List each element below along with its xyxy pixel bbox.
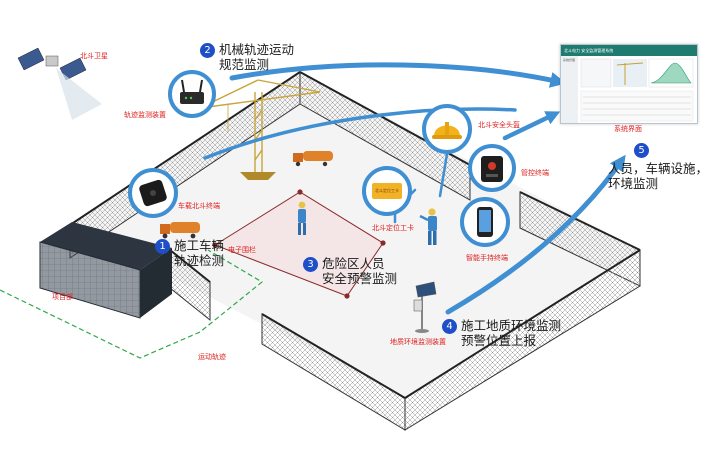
motion-track	[0, 249, 264, 359]
label-vehicle-terminal: 车载北斗终端	[178, 202, 220, 210]
step-4-text: 施工地质环境监测 预警位置上报	[461, 318, 562, 348]
gps-terminal-icon	[139, 179, 167, 207]
helmet-icon	[432, 122, 462, 139]
monitor-screen-icon: 北斗电力 安全监测管理系统 系统管理	[560, 44, 698, 124]
router-icon	[180, 79, 204, 104]
router-bubble	[168, 70, 216, 118]
label-control-terminal: 管控终端	[521, 169, 549, 177]
container-building-icon	[39, 222, 172, 319]
step-3-text: 危险区人员 安全预警监测	[322, 256, 398, 286]
label-track-device: 轨迹监测装置	[124, 111, 166, 119]
satellite-icon	[17, 47, 102, 120]
handheld-icon	[477, 207, 493, 237]
label-motion-track: 运动轨迹	[198, 353, 226, 361]
label-id-card: 北斗定位工卡	[372, 224, 414, 232]
step-5-text: 人员，车辆设施， 环境监测	[608, 161, 709, 191]
control-terminal-icon	[481, 156, 503, 182]
label-helmet: 北斗安全头盔	[478, 121, 520, 129]
step-3: 3 危险区人员 安全预警监测	[303, 256, 397, 286]
step-2-badge: 2	[200, 43, 215, 58]
worker-icon	[298, 201, 306, 235]
label-satellite: 北斗卫星	[80, 52, 108, 60]
crane-icon	[199, 79, 321, 180]
step-4-badge: 4	[442, 319, 457, 334]
worker-icon	[419, 208, 437, 245]
id-card-icon: 北斗定位工卡	[372, 183, 402, 199]
truck-icon	[293, 151, 333, 167]
danger-zone-corners	[212, 189, 386, 299]
vehicle-terminal-bubble	[128, 168, 178, 218]
flow-arrows	[203, 62, 626, 315]
monitor-content	[580, 58, 694, 122]
solar-station-icon	[413, 281, 437, 333]
step-2: 2 机械轨迹运动 规范监测	[200, 42, 294, 72]
fence-front-right	[404, 249, 641, 431]
control-terminal-bubble	[468, 144, 516, 192]
label-geo-device: 地质环境监测装置	[390, 338, 446, 346]
handheld-bubble	[460, 197, 510, 247]
step-1: 1 施工车辆 轨迹检测	[155, 238, 224, 268]
id-card-bubble: 北斗定位工卡	[362, 166, 412, 216]
helmet-bubble	[422, 104, 472, 154]
label-fence: 电子围栏	[228, 246, 256, 254]
label-handheld: 智能手持终端	[466, 254, 508, 262]
step-5-badge: 5	[634, 143, 649, 158]
step-1-badge: 1	[155, 239, 170, 254]
monitor-sidebar: 系统管理	[561, 56, 578, 123]
step-4: 4 施工地质环境监测 预警位置上报	[442, 318, 561, 348]
step-3-badge: 3	[303, 257, 318, 272]
monitor-title: 北斗电力 安全监测管理系统	[561, 45, 697, 56]
monitor-sidebar-label: 系统管理	[563, 58, 576, 62]
truck-icon	[160, 222, 200, 239]
label-project-dept: 项目部	[52, 293, 73, 301]
step-2-text: 机械轨迹运动 规范监测	[219, 42, 295, 72]
step-5: 5 人员，车辆设施， 环境监测	[608, 142, 708, 191]
label-system-ui: 系统界面	[614, 125, 642, 133]
step-1-text: 施工车辆 轨迹检测	[174, 238, 225, 268]
